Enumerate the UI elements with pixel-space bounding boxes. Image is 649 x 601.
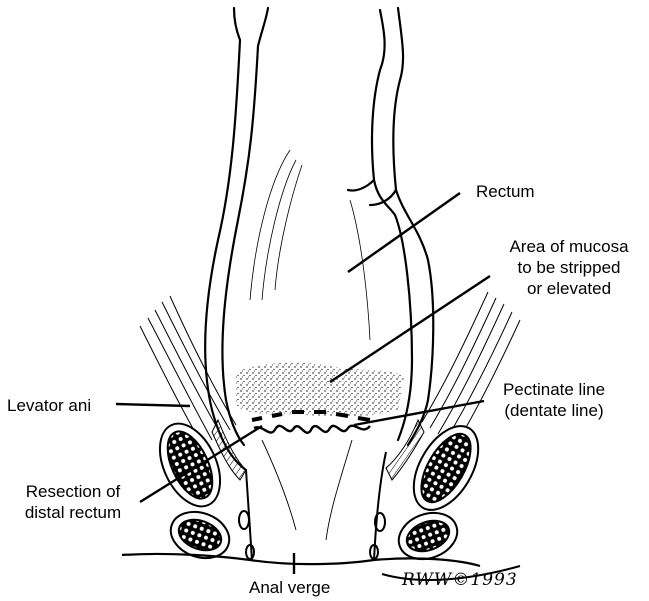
anal-canal — [246, 440, 386, 560]
rectal-lumen-shading — [250, 150, 370, 340]
label-pectinate: Pectinate line (dentate line) — [486, 379, 622, 421]
label-resection: Resection of distal rectum — [5, 481, 141, 523]
label-mucosa-line1: Area of mucosa — [490, 236, 648, 257]
label-levator-ani: Levator ani — [7, 395, 91, 416]
leader-rectum — [348, 193, 460, 272]
label-pectinate-line1: Pectinate line — [486, 379, 622, 400]
artist-signature: RWW©1993 — [402, 570, 518, 590]
label-anal-verge: Anal verge — [249, 577, 330, 598]
label-mucosa-line3: or elevated — [490, 278, 648, 299]
label-mucosa-area: Area of mucosa to be stripped or elevate… — [490, 236, 648, 299]
label-resection-line1: Resection of — [5, 481, 141, 502]
label-mucosa-line2: to be stripped — [490, 257, 648, 278]
mucosa-stripping-area — [236, 363, 404, 417]
label-rectum: Rectum — [476, 181, 535, 202]
leader-levator — [116, 404, 190, 406]
label-pectinate-line2: (dentate line) — [486, 400, 622, 421]
sphincter-right — [370, 415, 492, 567]
label-resection-line2: distal rectum — [5, 502, 141, 523]
levator-ani-right — [422, 292, 520, 448]
